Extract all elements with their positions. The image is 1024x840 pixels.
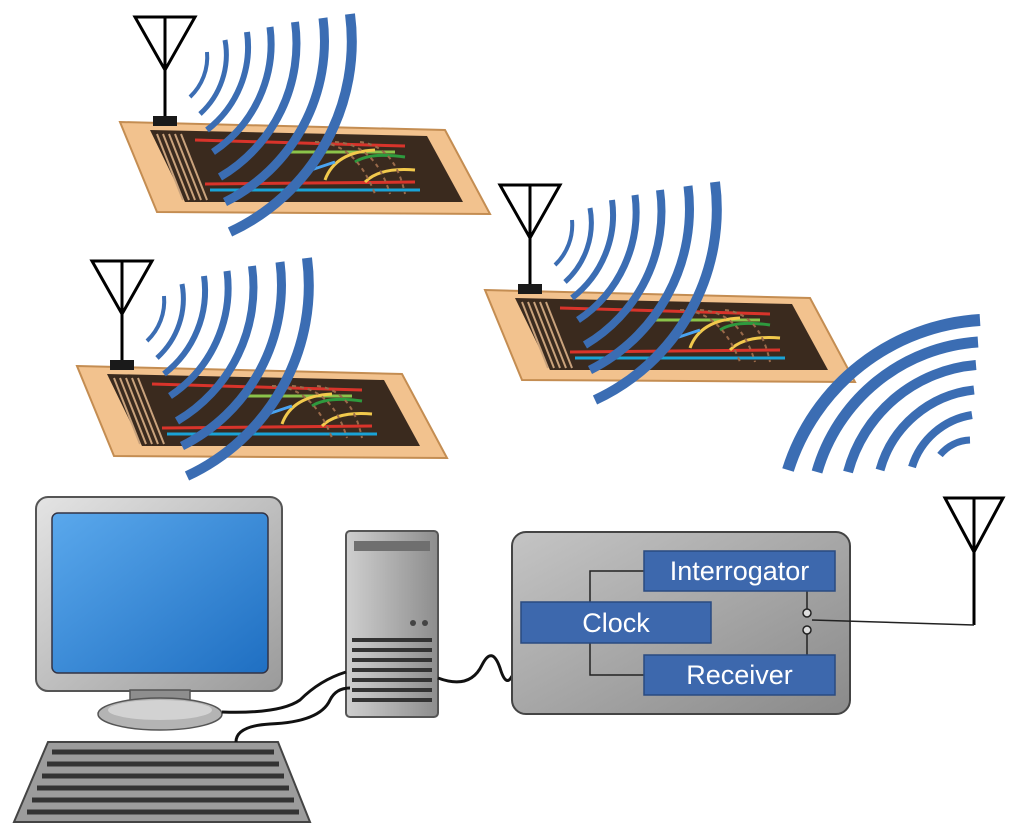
cables xyxy=(221,654,514,743)
antenna-icon xyxy=(942,496,1006,625)
clock-label: Clock xyxy=(582,608,650,638)
receiver-block: Receiver xyxy=(643,654,836,696)
interrogator-label: Interrogator xyxy=(670,556,810,586)
reader-antenna-waves xyxy=(782,314,981,474)
reader-unit: Interrogator Clock Receiver xyxy=(511,531,975,715)
sensor-tag-top-left xyxy=(120,14,490,232)
sensor-tag-bottom-left xyxy=(77,258,447,476)
monitor-icon xyxy=(35,496,283,731)
sensor-tag-right xyxy=(485,182,855,400)
clock-block: Clock xyxy=(520,601,712,644)
interrogator-block: Interrogator xyxy=(643,550,836,592)
keyboard-icon xyxy=(12,741,312,823)
pc-tower-icon xyxy=(345,530,439,718)
receiver-label: Receiver xyxy=(686,660,793,690)
